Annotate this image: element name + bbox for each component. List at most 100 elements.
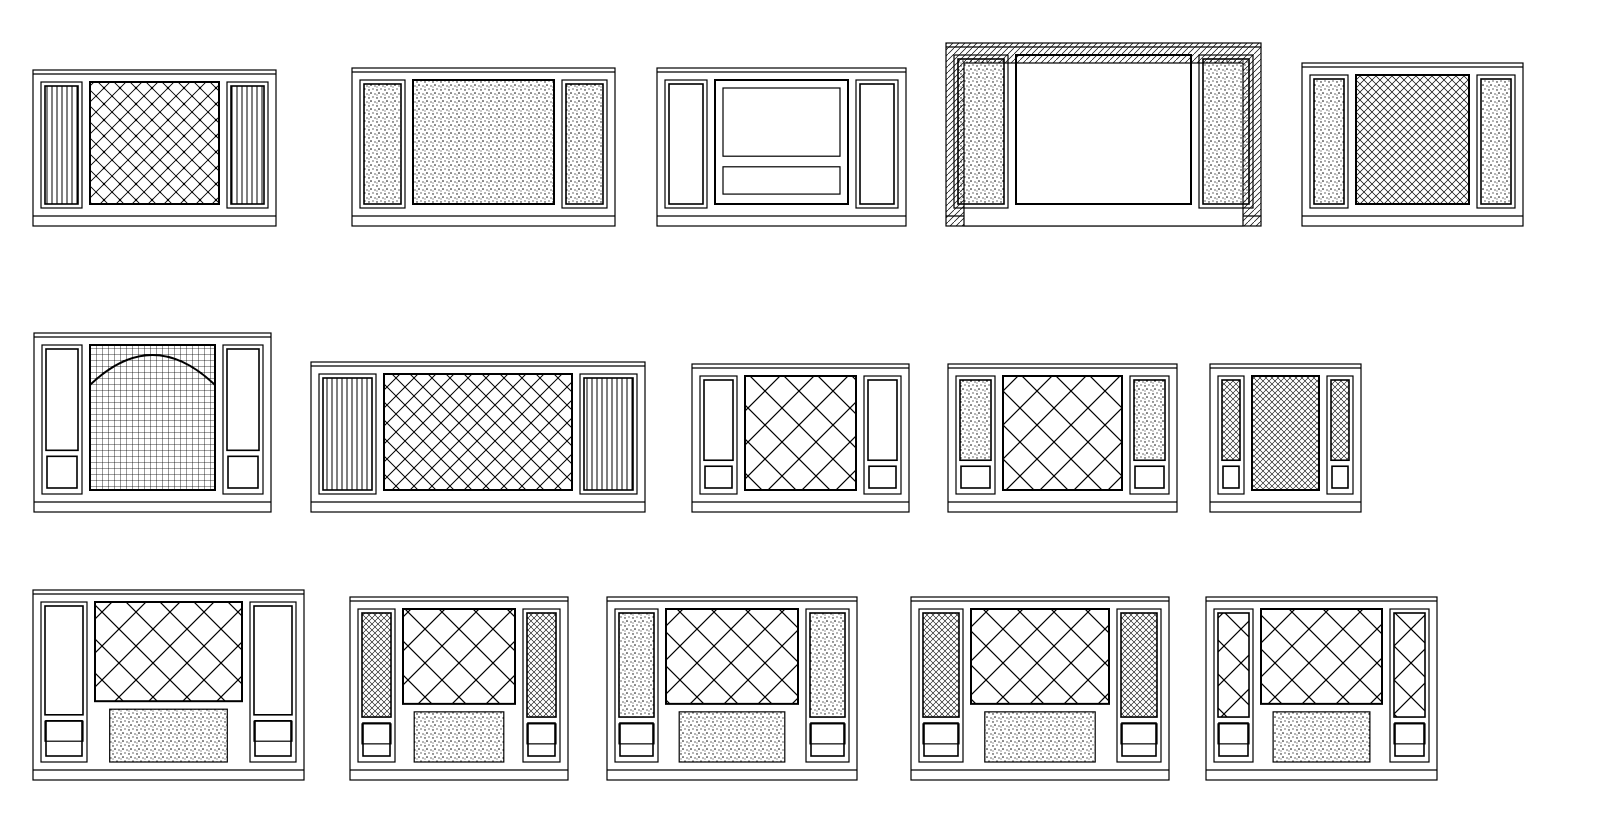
side-panel-right (1133, 379, 1166, 462)
side-lower-panel-right (868, 465, 897, 489)
nightstand-left (44, 720, 84, 742)
wall-outline (349, 596, 569, 781)
nightstand-left (618, 723, 655, 745)
wall-outline (606, 596, 858, 781)
center-panel (1355, 74, 1470, 205)
side-frame-right (561, 79, 608, 209)
side-panel-left (703, 379, 734, 462)
side-panel-left (361, 612, 392, 718)
side-lower-panel-left (46, 455, 78, 489)
side-panel-right (226, 348, 260, 452)
center-panel (1002, 375, 1123, 491)
side-panel-left (322, 377, 373, 491)
side-panel-left (1221, 379, 1241, 462)
side-panel-left (44, 85, 79, 205)
side-lower-panel-left (923, 722, 959, 757)
side-panel-right (526, 612, 557, 718)
side-lower-panel-left (960, 465, 991, 489)
side-lower-panel-left (619, 722, 654, 757)
side-panel-right (253, 605, 293, 716)
elevation-12 (349, 596, 569, 781)
nightstand-left (1217, 723, 1250, 745)
nightstand-right (1120, 723, 1158, 745)
side-frame-left (918, 608, 964, 763)
center-panel (665, 608, 799, 705)
upper-inset (722, 87, 841, 157)
side-frame-right (522, 608, 561, 763)
bed-headboard (109, 708, 228, 763)
side-frame-right (1116, 608, 1162, 763)
center-panel (744, 375, 857, 491)
side-panel-right (867, 379, 898, 462)
wall-outline (33, 332, 272, 513)
side-lower-panel-right (227, 455, 259, 489)
side-frame-left (664, 79, 708, 209)
nightstand-left (361, 723, 392, 745)
elevation-11 (32, 589, 305, 781)
side-frame-right (249, 601, 297, 763)
side-frame-right (805, 608, 850, 763)
side-lower-panel-left (45, 719, 83, 757)
side-frame-left (1309, 74, 1349, 209)
elevation-14 (910, 596, 1170, 781)
elevation-15 (1205, 596, 1438, 781)
elevation-10 (1209, 363, 1362, 513)
side-frame-left (1213, 608, 1254, 763)
wall-outline (1209, 363, 1362, 513)
elevation-3 (656, 67, 907, 227)
side-frame-right (1476, 74, 1516, 209)
side-panel-right (583, 377, 634, 491)
side-frame-right (863, 375, 902, 495)
elevation-8 (691, 363, 910, 513)
side-frame-right (1326, 375, 1354, 495)
side-lower-panel-right (1134, 465, 1165, 489)
side-frame-left (955, 375, 996, 495)
side-panel-left (45, 348, 79, 452)
lower-inset (722, 166, 841, 195)
nightstand-right (253, 720, 293, 742)
side-panel-left (1313, 78, 1345, 205)
center-panel (94, 601, 243, 703)
elevation-9 (947, 363, 1178, 513)
center-panel (714, 79, 849, 205)
side-panel-left (1217, 612, 1250, 718)
center-panel (383, 373, 573, 491)
side-lower-panel-left (362, 722, 391, 757)
center-panel (1251, 375, 1320, 491)
bed-headboard (984, 711, 1096, 763)
side-frame-left (359, 79, 406, 209)
wall-outline (656, 67, 907, 227)
side-panel-left (618, 612, 655, 718)
side-lower-panel-left (1222, 465, 1240, 489)
wall-outline (910, 596, 1170, 781)
side-panel-right (1330, 379, 1350, 462)
arch (89, 354, 216, 386)
side-frame-right (226, 81, 269, 209)
side-panel-right (1393, 612, 1426, 718)
elevation-1 (32, 69, 277, 227)
side-panel-left (44, 605, 84, 716)
side-lower-panel-right (254, 719, 292, 757)
side-panel-left (959, 379, 992, 462)
wall-outline (1301, 62, 1524, 227)
side-lower-panel-right (810, 722, 845, 757)
elevation-4 (945, 42, 1262, 227)
side-panel-right (1120, 612, 1158, 718)
elevation-2 (351, 67, 616, 227)
side-panel-right (1480, 78, 1512, 205)
side-panel-right (230, 85, 265, 205)
side-panel-right (809, 612, 846, 718)
wall-outline (310, 361, 646, 513)
nightstand-left (922, 723, 960, 745)
side-frame-left (953, 54, 1009, 209)
side-frame-right (1389, 608, 1430, 763)
bed-headboard (1272, 711, 1371, 763)
side-frame-right (579, 373, 638, 495)
center-panel (970, 608, 1110, 705)
side-lower-panel-left (704, 465, 733, 489)
side-frame-left (318, 373, 377, 495)
wall-outline (1205, 596, 1438, 781)
side-frame-left (699, 375, 738, 495)
center-panel (402, 608, 516, 705)
center-panel (89, 81, 220, 205)
